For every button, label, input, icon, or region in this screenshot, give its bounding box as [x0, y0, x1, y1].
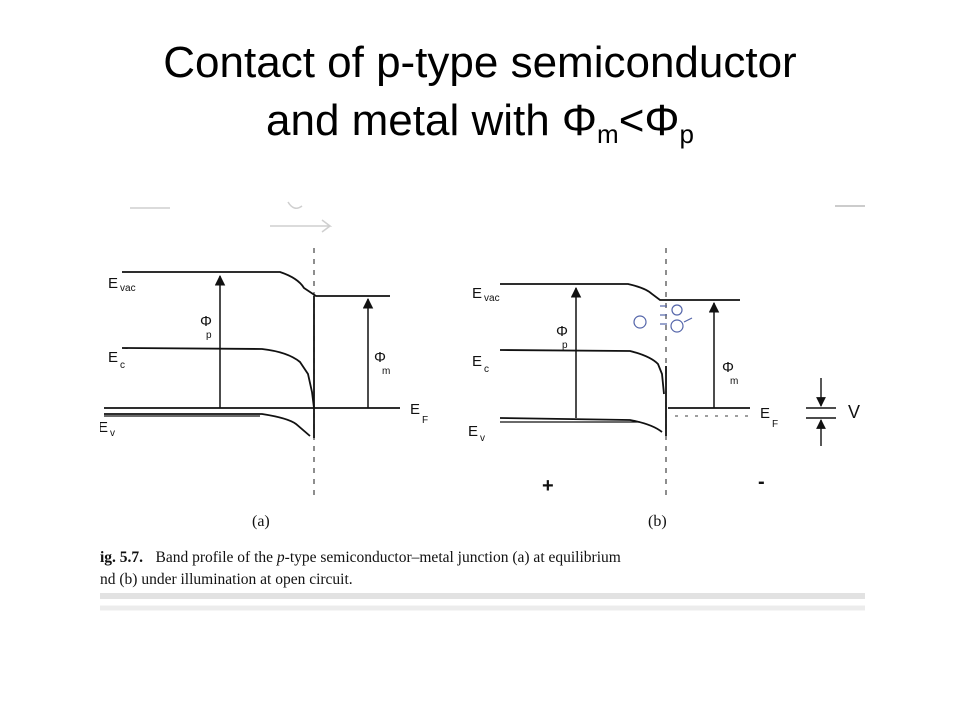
slide-title: Contact of p-type semiconductor and meta… [0, 34, 960, 150]
ef-label-b: EF [760, 405, 778, 430]
minus-sign: - [758, 471, 765, 493]
caption-line-1: ig. 5.7. Band profile of the p-type semi… [100, 549, 621, 566]
title-line-2: and metal with Φm<Φp [0, 92, 960, 150]
evac-band-a [122, 271, 390, 297]
ec-band-a [121, 347, 315, 409]
voltage-label: V [848, 402, 860, 422]
title-sub-p: p [679, 119, 694, 149]
caption-line-2: nd (b) under illumination at open circui… [100, 571, 353, 588]
panel-b-label: (b) [648, 513, 667, 530]
scan-artifacts [130, 201, 865, 233]
ef-label-a: EF [410, 401, 428, 426]
title-sub-m: m [597, 119, 619, 149]
ev-band-a [104, 413, 311, 437]
caption-fig-label: ig. 5.7. [100, 549, 143, 566]
ec-band-b [499, 349, 665, 395]
evac-band-b [500, 283, 740, 301]
ev-band-b [499, 417, 663, 433]
plus-sign: + [542, 475, 554, 497]
panel-a-label: (a) [252, 513, 270, 530]
figure-caption: ig. 5.7. Band profile of the p-type semi… [100, 549, 865, 611]
title-line-1: Contact of p-type semiconductor [163, 38, 797, 87]
voltage-bracket [806, 378, 836, 446]
charge-markers [633, 304, 693, 333]
title-line-2-prefix: and metal with Φ [266, 96, 598, 145]
title-lt-phi: <Φ [618, 96, 680, 145]
